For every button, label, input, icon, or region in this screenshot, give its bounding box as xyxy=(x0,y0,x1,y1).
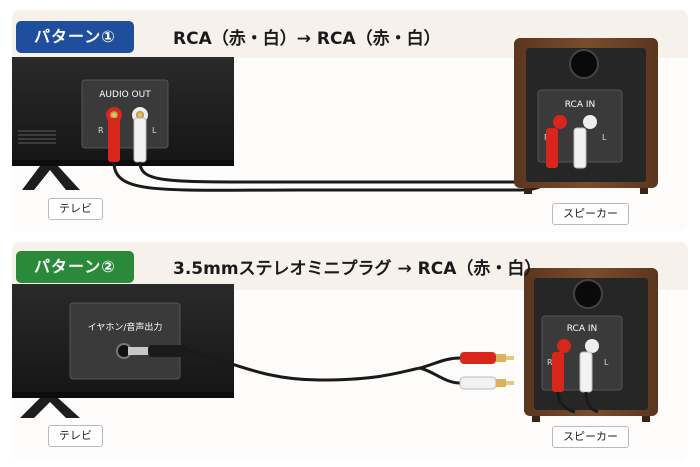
white-plug-speaker-2 xyxy=(579,351,593,393)
tv-l-label-1: L xyxy=(152,126,157,135)
speaker-port-label-2: RCA IN xyxy=(567,324,598,334)
tv-vent-1 xyxy=(18,130,56,144)
speaker-r-label-2: R xyxy=(547,358,553,367)
speaker-1: RCA IN R L xyxy=(514,38,658,194)
tv-port-panel-2 xyxy=(69,302,181,380)
tv-caption-2: テレビ xyxy=(48,425,103,447)
mini-plug-body xyxy=(148,345,188,357)
tv-2: イヤホン/音声出力 xyxy=(12,284,234,418)
red-plug-speaker-2 xyxy=(552,352,564,392)
cable-mini xyxy=(187,349,421,382)
tv-port-label-1: AUDIO OUT xyxy=(99,90,151,100)
speaker-caption-2: スピーカー xyxy=(552,426,629,448)
tv-port-label-2: イヤホン/音声出力 xyxy=(88,321,163,333)
tv-1: AUDIO OUT R L xyxy=(12,57,234,190)
white-plug-speaker-1 xyxy=(573,127,587,169)
white-plug-tv-1 xyxy=(133,117,147,163)
pattern2-badge: パターン② xyxy=(16,251,134,283)
tv-caption-1: テレビ xyxy=(48,198,103,220)
speaker-port-hole-2 xyxy=(573,279,603,309)
speaker-caption-1: スピーカー xyxy=(552,203,629,225)
tv-stand-2 xyxy=(20,398,80,418)
cable-red-1 xyxy=(112,161,554,192)
tv-stand-1 xyxy=(22,166,80,190)
speaker-l-label-2: L xyxy=(604,358,609,367)
red-plug-tv-1 xyxy=(108,118,120,162)
red-plug-speaker-1 xyxy=(546,128,558,168)
speaker-port-label-1: RCA IN xyxy=(565,100,596,110)
tv-r-label-1: R xyxy=(98,126,104,135)
pattern2-heading: 3.5mmステレオミニプラグ → RCA（赤・白） xyxy=(173,259,542,279)
rca-plug-red-2 xyxy=(460,352,514,364)
pattern1-heading: RCA（赤・白）→ RCA（赤・白） xyxy=(173,29,441,49)
rca-plug-white-2 xyxy=(459,376,514,390)
speaker-l-label-1: L xyxy=(602,133,607,142)
speaker-2: RCA IN R L xyxy=(524,268,658,422)
speaker-port-hole-1 xyxy=(569,49,599,79)
mini-plug-tip xyxy=(128,347,150,355)
pattern1-badge: パターン① xyxy=(16,21,134,53)
